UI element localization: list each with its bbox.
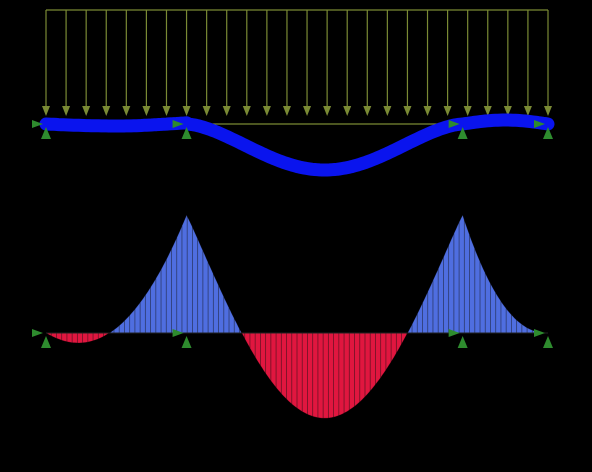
load-arrow-head [182, 106, 191, 116]
deflected-beam-curve [39, 113, 555, 177]
beam-support-0-arrow [32, 120, 43, 128]
load-arrow-head [443, 106, 452, 116]
load-arrow-head [62, 106, 71, 116]
load-arrow-head [523, 106, 532, 116]
load-arrow-head [303, 106, 312, 116]
load-arrow-head [383, 106, 392, 116]
load-arrow-head [222, 106, 231, 116]
load-arrow-head [343, 106, 352, 116]
bending-moment-diagram [45, 214, 548, 419]
load-arrow-head [42, 106, 50, 116]
supports [32, 120, 553, 348]
load-arrow-head [262, 106, 271, 116]
load-arrow-head [162, 106, 171, 116]
beam-support-1-arrow [172, 120, 184, 128]
load-arrow-head [323, 106, 332, 116]
load-arrow-head [242, 106, 251, 116]
load-arrow-head [363, 106, 372, 116]
load-arrow-head [483, 106, 492, 116]
load-arrow-head [102, 106, 111, 116]
moment-support-3-arrow [534, 329, 545, 337]
load-arrow-head [282, 106, 291, 116]
load-arrow-head [403, 106, 412, 116]
beam-support-2-triangle [457, 127, 468, 139]
load-arrow-head [503, 106, 512, 116]
beam-support-3-triangle [543, 127, 553, 139]
moment-support-0-triangle [41, 336, 51, 348]
load-arrow-head [82, 106, 91, 116]
deflected-beam [39, 113, 555, 177]
moment-support-1-triangle [181, 336, 192, 348]
moment-support-0-arrow [32, 329, 43, 337]
moment-support-3-triangle [543, 336, 553, 348]
load-arrow-head [202, 106, 211, 116]
moment-support-2-arrow [448, 329, 460, 337]
distributed-load [42, 9, 552, 125]
beam-support-3-arrow [534, 120, 545, 128]
load-arrow-head [544, 106, 552, 116]
load-arrow-head [423, 106, 432, 116]
beam-support-1-triangle [181, 127, 192, 139]
load-arrow-head [122, 106, 131, 116]
moment-outline [45, 214, 548, 419]
beam-support-0-triangle [41, 127, 51, 139]
moment-support-2-triangle [457, 336, 468, 348]
load-arrow-head [463, 106, 472, 116]
moment-support-1-arrow [172, 329, 184, 337]
load-arrow-head [142, 106, 151, 116]
beam-support-2-arrow [448, 120, 460, 128]
